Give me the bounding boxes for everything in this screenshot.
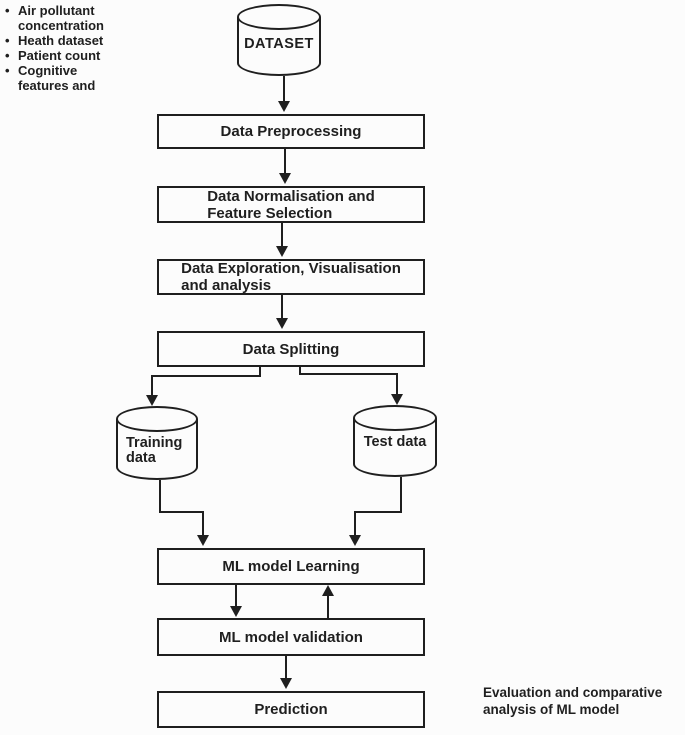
node-label: Data Normalisation and Feature Selection — [207, 187, 375, 222]
node-label: ML model validation — [219, 628, 363, 646]
node-training-data-label: Training data — [126, 435, 183, 466]
node-data-preprocessing: Data Preprocessing — [157, 114, 425, 149]
arrowhead-down-icon — [279, 173, 291, 184]
arrowhead-down-icon — [230, 606, 242, 617]
arrowhead-down-icon — [278, 101, 290, 112]
cylinder-top — [353, 405, 437, 431]
node-label: Prediction — [254, 701, 328, 718]
node-ml-model-learning: ML model Learning — [157, 548, 425, 585]
note-label: Cognitive features and — [18, 63, 96, 93]
node-label: Data Preprocessing — [220, 123, 362, 140]
node-data-splitting: Data Splitting — [157, 331, 425, 367]
arrowhead-down-icon — [197, 535, 209, 546]
note-item: • Patient count — [5, 48, 135, 63]
bullet-icon: • — [5, 63, 10, 78]
node-training-data-cylinder: Training data — [116, 406, 198, 480]
note-item: • Air pollutant concentration — [5, 3, 135, 33]
note-label: Air pollutant concentration — [18, 3, 104, 33]
node-prediction: Prediction — [157, 691, 425, 728]
node-dataset-cylinder: DATASET — [237, 4, 321, 76]
bullet-icon: • — [5, 33, 10, 48]
bullet-icon: • — [5, 48, 10, 63]
arrowhead-down-icon — [146, 395, 158, 406]
arrowhead-down-icon — [276, 246, 288, 257]
node-label: Data Splitting — [242, 340, 340, 358]
note-label: Patient count — [18, 48, 101, 63]
node-label: ML model Learning — [222, 558, 360, 575]
cylinder-top — [237, 4, 321, 30]
node-ml-model-validation: ML model validation — [157, 618, 425, 656]
cylinder-top — [116, 406, 198, 432]
node-data-normalisation: Data Normalisation and Feature Selection — [157, 186, 425, 223]
node-dataset-label: DATASET — [244, 36, 314, 52]
arrowhead-up-icon — [322, 585, 334, 596]
bullet-icon: • — [5, 3, 10, 18]
note-label: Heath dataset — [18, 33, 104, 48]
arrowhead-down-icon — [280, 678, 292, 689]
node-data-exploration: Data Exploration, Visualisation and anal… — [157, 259, 425, 295]
note-item: • Heath dataset — [5, 33, 135, 48]
node-label: Data Exploration, Visualisation and anal… — [181, 260, 401, 294]
dataset-input-notes: • Air pollutant concentration • Heath da… — [5, 3, 135, 93]
arrowhead-down-icon — [349, 535, 361, 546]
note-item: • Cognitive features and — [5, 63, 135, 93]
node-test-data-cylinder: Test data — [353, 405, 437, 477]
evaluation-caption: Evaluation and comparative analysis of M… — [483, 685, 663, 717]
arrowhead-down-icon — [391, 394, 403, 405]
node-test-data-label: Test data — [363, 434, 427, 450]
arrowhead-down-icon — [276, 318, 288, 329]
